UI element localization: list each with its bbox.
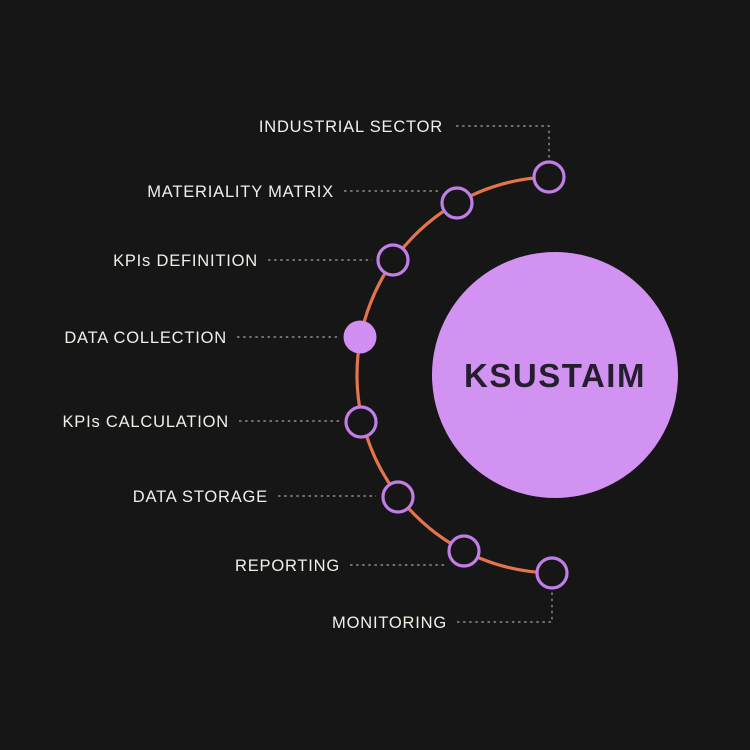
step-label-monitoring: MONITORING: [332, 614, 447, 632]
step-label-data-storage: DATA STORAGE: [133, 488, 268, 506]
step-node-reporting: [447, 534, 481, 568]
step-label-materiality-matrix: MATERIALITY MATRIX: [147, 183, 334, 201]
step-labels: INDUSTRIAL SECTOR MATERIALITY MATRIX KPI…: [62, 118, 447, 632]
step-label-reporting: REPORTING: [235, 557, 340, 575]
step-label-industrial-sector: INDUSTRIAL SECTOR: [259, 118, 443, 136]
connector-industrial-sector: [456, 125, 550, 160]
connector-lines: [237, 125, 553, 623]
step-node-industrial-sector: [532, 160, 566, 194]
center-title: KSUSTAIM: [464, 357, 646, 394]
step-node-kpis-calculation: [344, 405, 378, 439]
center-circle: [432, 252, 678, 498]
step-node-kpis-definition: [376, 243, 410, 277]
step-nodes: [343, 160, 569, 590]
step-node-monitoring: [535, 556, 569, 590]
step-label-kpis-calculation: KPIs CALCULATION: [62, 413, 229, 431]
step-node-data-collection: [343, 320, 377, 354]
step-node-data-storage: [381, 480, 415, 514]
step-node-materiality-matrix: [440, 186, 474, 220]
step-label-kpis-definition: KPIs DEFINITION: [113, 252, 258, 270]
connector-monitoring: [457, 592, 553, 623]
step-label-data-collection: DATA COLLECTION: [64, 329, 227, 347]
